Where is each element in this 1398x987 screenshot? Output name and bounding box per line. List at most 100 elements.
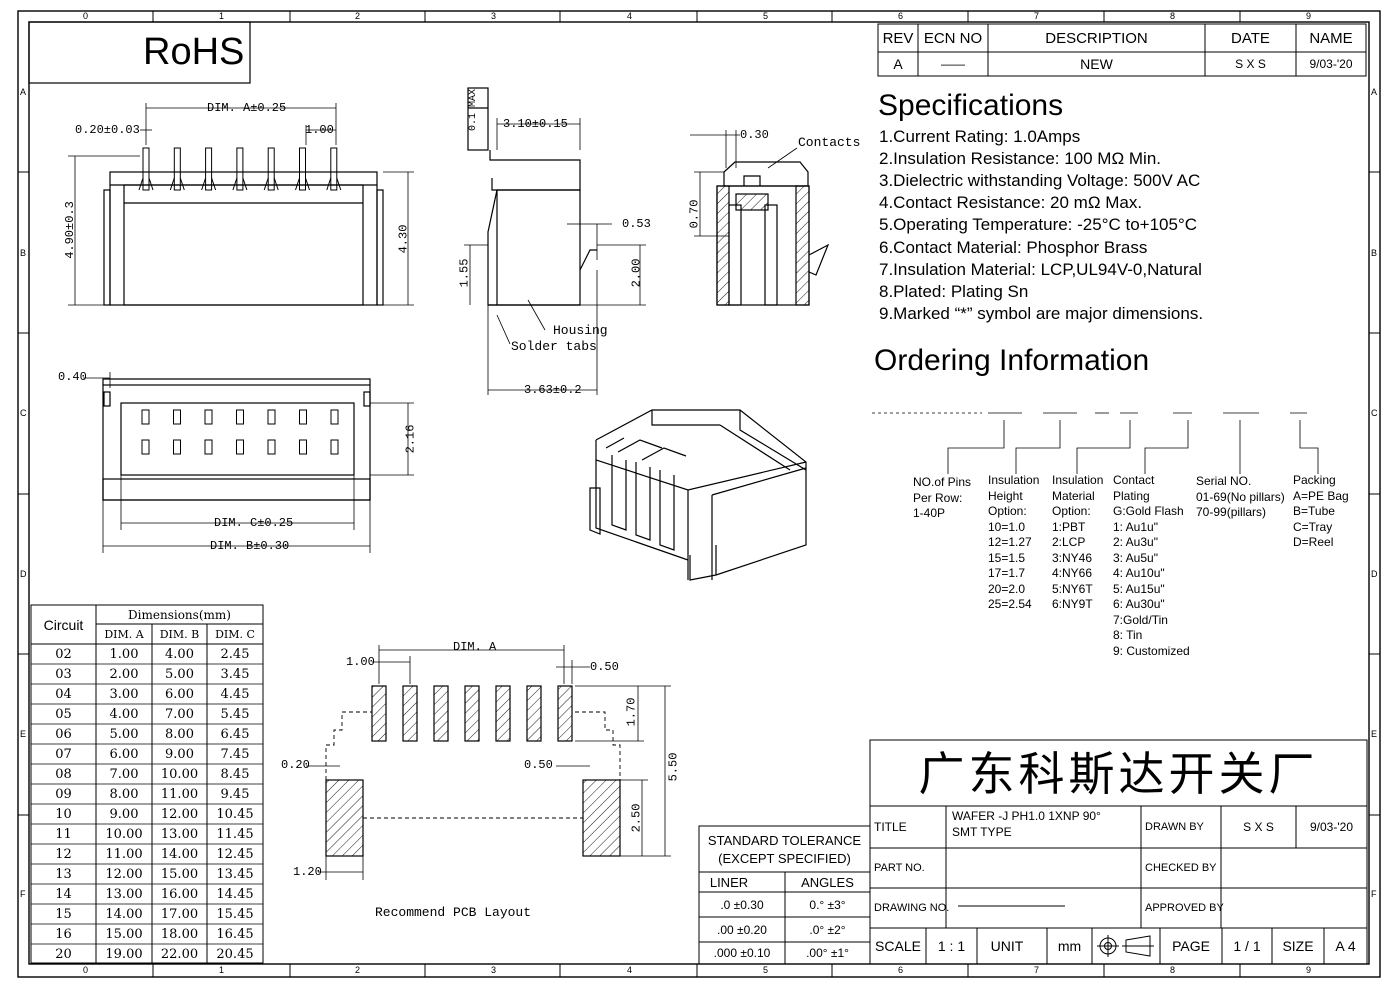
spec-item: 4.Contact Resistance: 20 mΩ Max. xyxy=(879,193,1143,212)
page-label: PAGE xyxy=(1172,938,1210,954)
pin-slot xyxy=(330,439,339,455)
page-value: 1 / 1 xyxy=(1233,938,1261,954)
circuit-dim-value: 6.45 xyxy=(220,726,250,742)
pcb-pad xyxy=(495,685,511,742)
name-value: 9/03-'20 xyxy=(1309,57,1353,71)
pcb-caption: Recommend PCB Layout xyxy=(375,905,532,920)
circuit-dim-value: 9.45 xyxy=(220,786,250,802)
row-letter: E xyxy=(20,729,27,739)
col-number: 3 xyxy=(491,965,497,975)
dim-040-label: 0.40 xyxy=(58,370,87,384)
pin-foot xyxy=(263,177,279,191)
ordering-line: 3:NY46 xyxy=(1052,550,1093,565)
circuit-dim-value: 15.00 xyxy=(105,926,143,942)
row-letter: B xyxy=(20,248,27,258)
circuit-dim-value: 4.00 xyxy=(109,706,139,722)
dim-c-label: DIM. C±0.25 xyxy=(214,516,294,530)
col-number: 4 xyxy=(627,965,633,975)
description-header: DESCRIPTION xyxy=(1045,29,1148,47)
dim-053-label: 0.53 xyxy=(622,217,651,231)
ordering-line: 5:NY6T xyxy=(1052,581,1093,596)
tolerance-liner: .000 ±0.10 xyxy=(713,946,771,960)
ordering-line: Insulation xyxy=(988,473,1040,487)
ordering-line: 01-69(No pillars) xyxy=(1196,489,1285,504)
pin-slot xyxy=(173,439,181,455)
pin-slot xyxy=(173,409,181,425)
row-letter: A xyxy=(20,87,27,97)
col-number: 6 xyxy=(898,965,904,975)
name-header: NAME xyxy=(1309,29,1353,47)
pin-slot xyxy=(236,439,244,455)
rev-header: REV xyxy=(882,29,914,47)
rev-value: A xyxy=(893,56,903,72)
ordering-line: 25=2.54 xyxy=(988,597,1032,611)
circuit-dim-value: 10.45 xyxy=(216,806,254,822)
circuit-dim-value: 9.00 xyxy=(109,806,139,822)
circuit-dim-value: 12.45 xyxy=(216,846,254,862)
pcb-pad-height-label: 1.70 xyxy=(624,697,639,727)
pcb-tab-height-label: 2.50 xyxy=(629,803,644,833)
circuit-count: 13 xyxy=(55,866,72,882)
ordering-line: Option: xyxy=(1052,504,1091,518)
drawn-by-label: DRAWN BY xyxy=(1145,820,1204,833)
circuit-count: 05 xyxy=(55,706,72,722)
col-number: 3 xyxy=(491,11,497,21)
ordering-line: 7:Gold/Tin xyxy=(1113,612,1168,627)
col-number: 7 xyxy=(1034,965,1040,975)
col-number: 1 xyxy=(219,11,225,21)
scale-value: 1 : 1 xyxy=(937,938,966,954)
row-letter: D xyxy=(1371,569,1378,579)
dimensions-header: Dimensions(mm) xyxy=(128,607,231,622)
pcb-tab-gap2-label: 0.50 xyxy=(524,758,553,772)
housing-label: Housing xyxy=(553,323,608,338)
ordering-line: Serial NO. xyxy=(1196,474,1252,488)
projection-icon xyxy=(1092,928,1160,964)
circuit-dim-value: 6.00 xyxy=(109,746,139,762)
spec-item: 8.Plated: Plating Sn xyxy=(879,282,1029,301)
ordering-heading: Ordering Information xyxy=(874,344,1150,377)
col-number: 9 xyxy=(1306,965,1312,975)
pin xyxy=(173,147,181,191)
dim-b-label: DIM. B±0.30 xyxy=(210,539,290,553)
circuit-dim-value: 11.00 xyxy=(105,846,143,862)
col-number: 2 xyxy=(355,965,361,975)
circuit-header: Circuit xyxy=(43,616,84,633)
pin-slot xyxy=(267,409,276,425)
pcb-dim-a-label: DIM. A xyxy=(453,640,497,654)
rohs-label: RoHS xyxy=(143,31,245,73)
spec-item: 2.Insulation Resistance: 100 MΩ Min. xyxy=(879,149,1162,168)
pin-foot xyxy=(295,177,310,191)
unit-value: mm xyxy=(1057,938,1082,954)
tolerance-title-2: (EXCEPT SPECIFIED) xyxy=(718,850,851,866)
pin xyxy=(299,147,306,191)
ordering-line: Per Row: xyxy=(913,490,963,505)
dim-c-header: DIM. C xyxy=(215,627,255,641)
circuit-dim-value: 19.00 xyxy=(105,946,143,962)
pin-slot xyxy=(267,439,276,455)
company-name: 广东科斯达开关厂 xyxy=(918,747,1319,801)
row-letter: F xyxy=(1371,889,1377,899)
ordering-line: B=Tube xyxy=(1293,504,1335,518)
ordering-line: 12=1.27 xyxy=(988,535,1032,549)
circuit-count: 12 xyxy=(55,846,72,862)
ordering-line: 2:LCP xyxy=(1052,535,1086,549)
pin-slot xyxy=(330,409,339,425)
col-number: 0 xyxy=(83,965,89,975)
pin-slot xyxy=(299,409,307,425)
ordering-line: 9: Customized xyxy=(1113,643,1190,658)
circuit-count: 11 xyxy=(55,826,72,842)
col-number: 8 xyxy=(1170,965,1176,975)
depth-label: 3.63±0.2 xyxy=(524,383,582,397)
ordering-line: 2: Au3u" xyxy=(1113,535,1158,549)
title-value-2: SMT TYPE xyxy=(952,825,1012,839)
pin-slot xyxy=(204,409,213,425)
circuit-dim-value: 18.00 xyxy=(160,926,199,942)
tolerance-angle: .00° ±1° xyxy=(806,946,849,960)
dim-216-label: 2.16 xyxy=(403,424,418,454)
circuit-count: 15 xyxy=(55,906,72,922)
col-number: 2 xyxy=(355,11,361,21)
